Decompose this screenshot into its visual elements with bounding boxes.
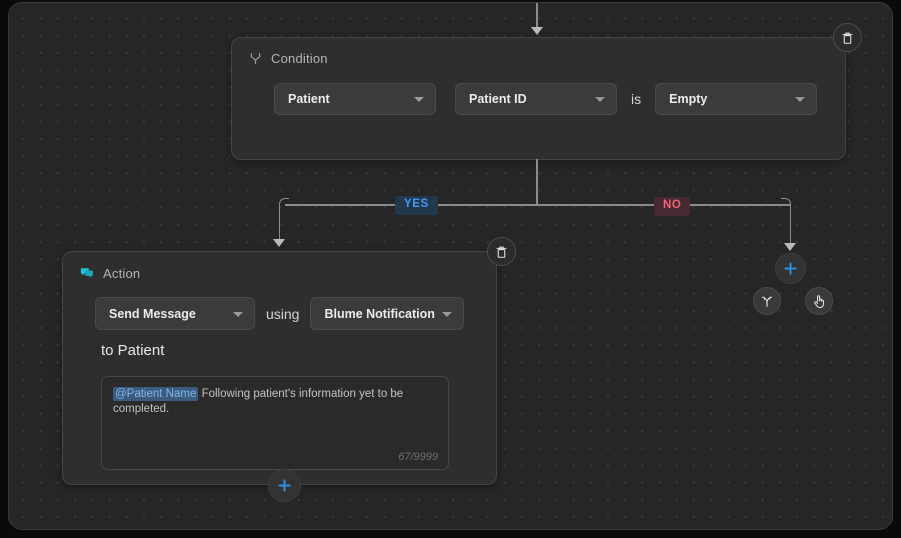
message-content: @Patient Name Following patient's inform… [102,377,448,416]
condition-delete-button[interactable] [833,23,862,52]
condition-value-select[interactable]: Empty [655,83,818,115]
patient-name-token[interactable]: @Patient Name [113,387,199,401]
chevron-down-icon [442,311,453,317]
condition-attribute-value: Patient ID [469,92,527,106]
action-delete-button[interactable] [487,237,516,266]
trash-icon [842,32,853,44]
condition-card-title: Condition [271,51,328,66]
action-channel-select[interactable]: Blume Notification [310,297,465,330]
chat-bubble-icon [80,267,94,280]
hand-tap-icon [814,294,824,308]
condition-card[interactable]: Condition Patient Patient ID is Empty [231,37,846,160]
connector-elbow-yes [279,198,289,208]
action-card[interactable]: Action Send Message using Blume Notifica… [62,251,497,485]
condition-operator-label: is [631,91,642,107]
no-branch-add-button[interactable] [775,253,806,284]
action-type-value: Send Message [109,306,196,321]
plus-icon [784,262,797,275]
action-card-title: Action [103,266,141,281]
connector-no-drop [789,203,791,245]
character-counter: 67/9999 [398,451,438,463]
plus-icon [278,479,291,492]
action-card-header: Action [80,266,140,281]
action-using-label: using [266,305,300,322]
split-branch-icon [762,296,772,307]
connector-condition-out [536,159,538,205]
action-row: Send Message using Blume Notification [95,297,465,330]
action-add-below-button[interactable] [268,469,301,502]
condition-card-header: Condition [249,51,328,66]
chevron-down-icon [414,97,424,102]
condition-row: Patient Patient ID is Empty [274,83,818,115]
no-branch-tap-button[interactable] [805,287,833,315]
branch-label-no: NO [654,197,691,216]
arrow-down-icon-top [531,27,543,35]
action-recipient-label: to Patient [101,342,165,359]
no-branch-split-button[interactable] [753,287,781,315]
workflow-canvas[interactable]: Condition Patient Patient ID is Empty [8,2,893,530]
branch-label-yes: YES [395,196,438,215]
condition-field-select[interactable]: Patient [274,83,436,115]
action-channel-value: Blume Notification [324,306,435,321]
arrow-down-icon-yes [273,239,285,247]
connector-top [536,3,538,27]
trash-icon [496,246,507,258]
branch-icon [249,52,262,65]
condition-attribute-select[interactable]: Patient ID [455,83,617,115]
action-type-select[interactable]: Send Message [95,297,255,330]
message-textarea[interactable]: @Patient Name Following patient's inform… [101,376,449,470]
message-body: Following patient's information yet to b… [113,388,404,415]
arrow-down-icon-no [784,243,796,251]
connector-yes-drop [278,203,280,240]
chevron-down-icon [233,311,243,317]
chevron-down-icon [795,97,806,102]
condition-value-value: Empty [669,92,708,106]
condition-field-value: Patient [288,92,330,106]
chevron-down-icon [595,97,605,102]
